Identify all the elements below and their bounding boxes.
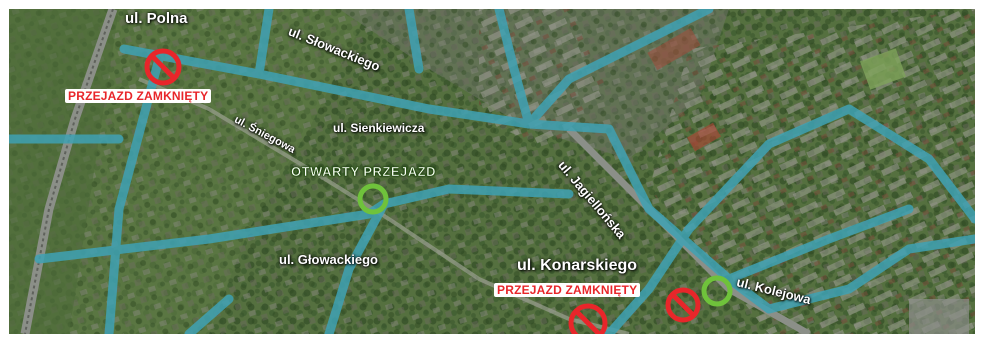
open-crossing-label: OTWARTY PRZEJAZD <box>291 164 436 180</box>
open-circle-icon[interactable] <box>355 181 391 217</box>
no-entry-icon[interactable] <box>663 285 703 325</box>
street-label-polna: ul. Polna <box>125 10 188 27</box>
open-circle-icon[interactable] <box>699 273 735 309</box>
street-label-glowackiego: ul. Głowackiego <box>279 252 378 267</box>
closed-crossing-label-polna: PRZEJAZD ZAMKNIĘTY <box>65 89 212 103</box>
map-view[interactable]: ul. Polna ul. Słowackiego ul. Śniegowa u… <box>9 9 975 334</box>
street-label-sienkiewicza: ul. Sienkiewicza <box>333 121 425 135</box>
closed-crossing-label-konarskiego: PRZEJAZD ZAMKNIĘTY <box>494 283 641 297</box>
no-entry-icon[interactable] <box>566 301 610 334</box>
satellite-map <box>9 9 975 334</box>
street-label-konarskiego: ul. Konarskiego <box>517 257 638 274</box>
no-entry-icon[interactable] <box>143 47 183 87</box>
